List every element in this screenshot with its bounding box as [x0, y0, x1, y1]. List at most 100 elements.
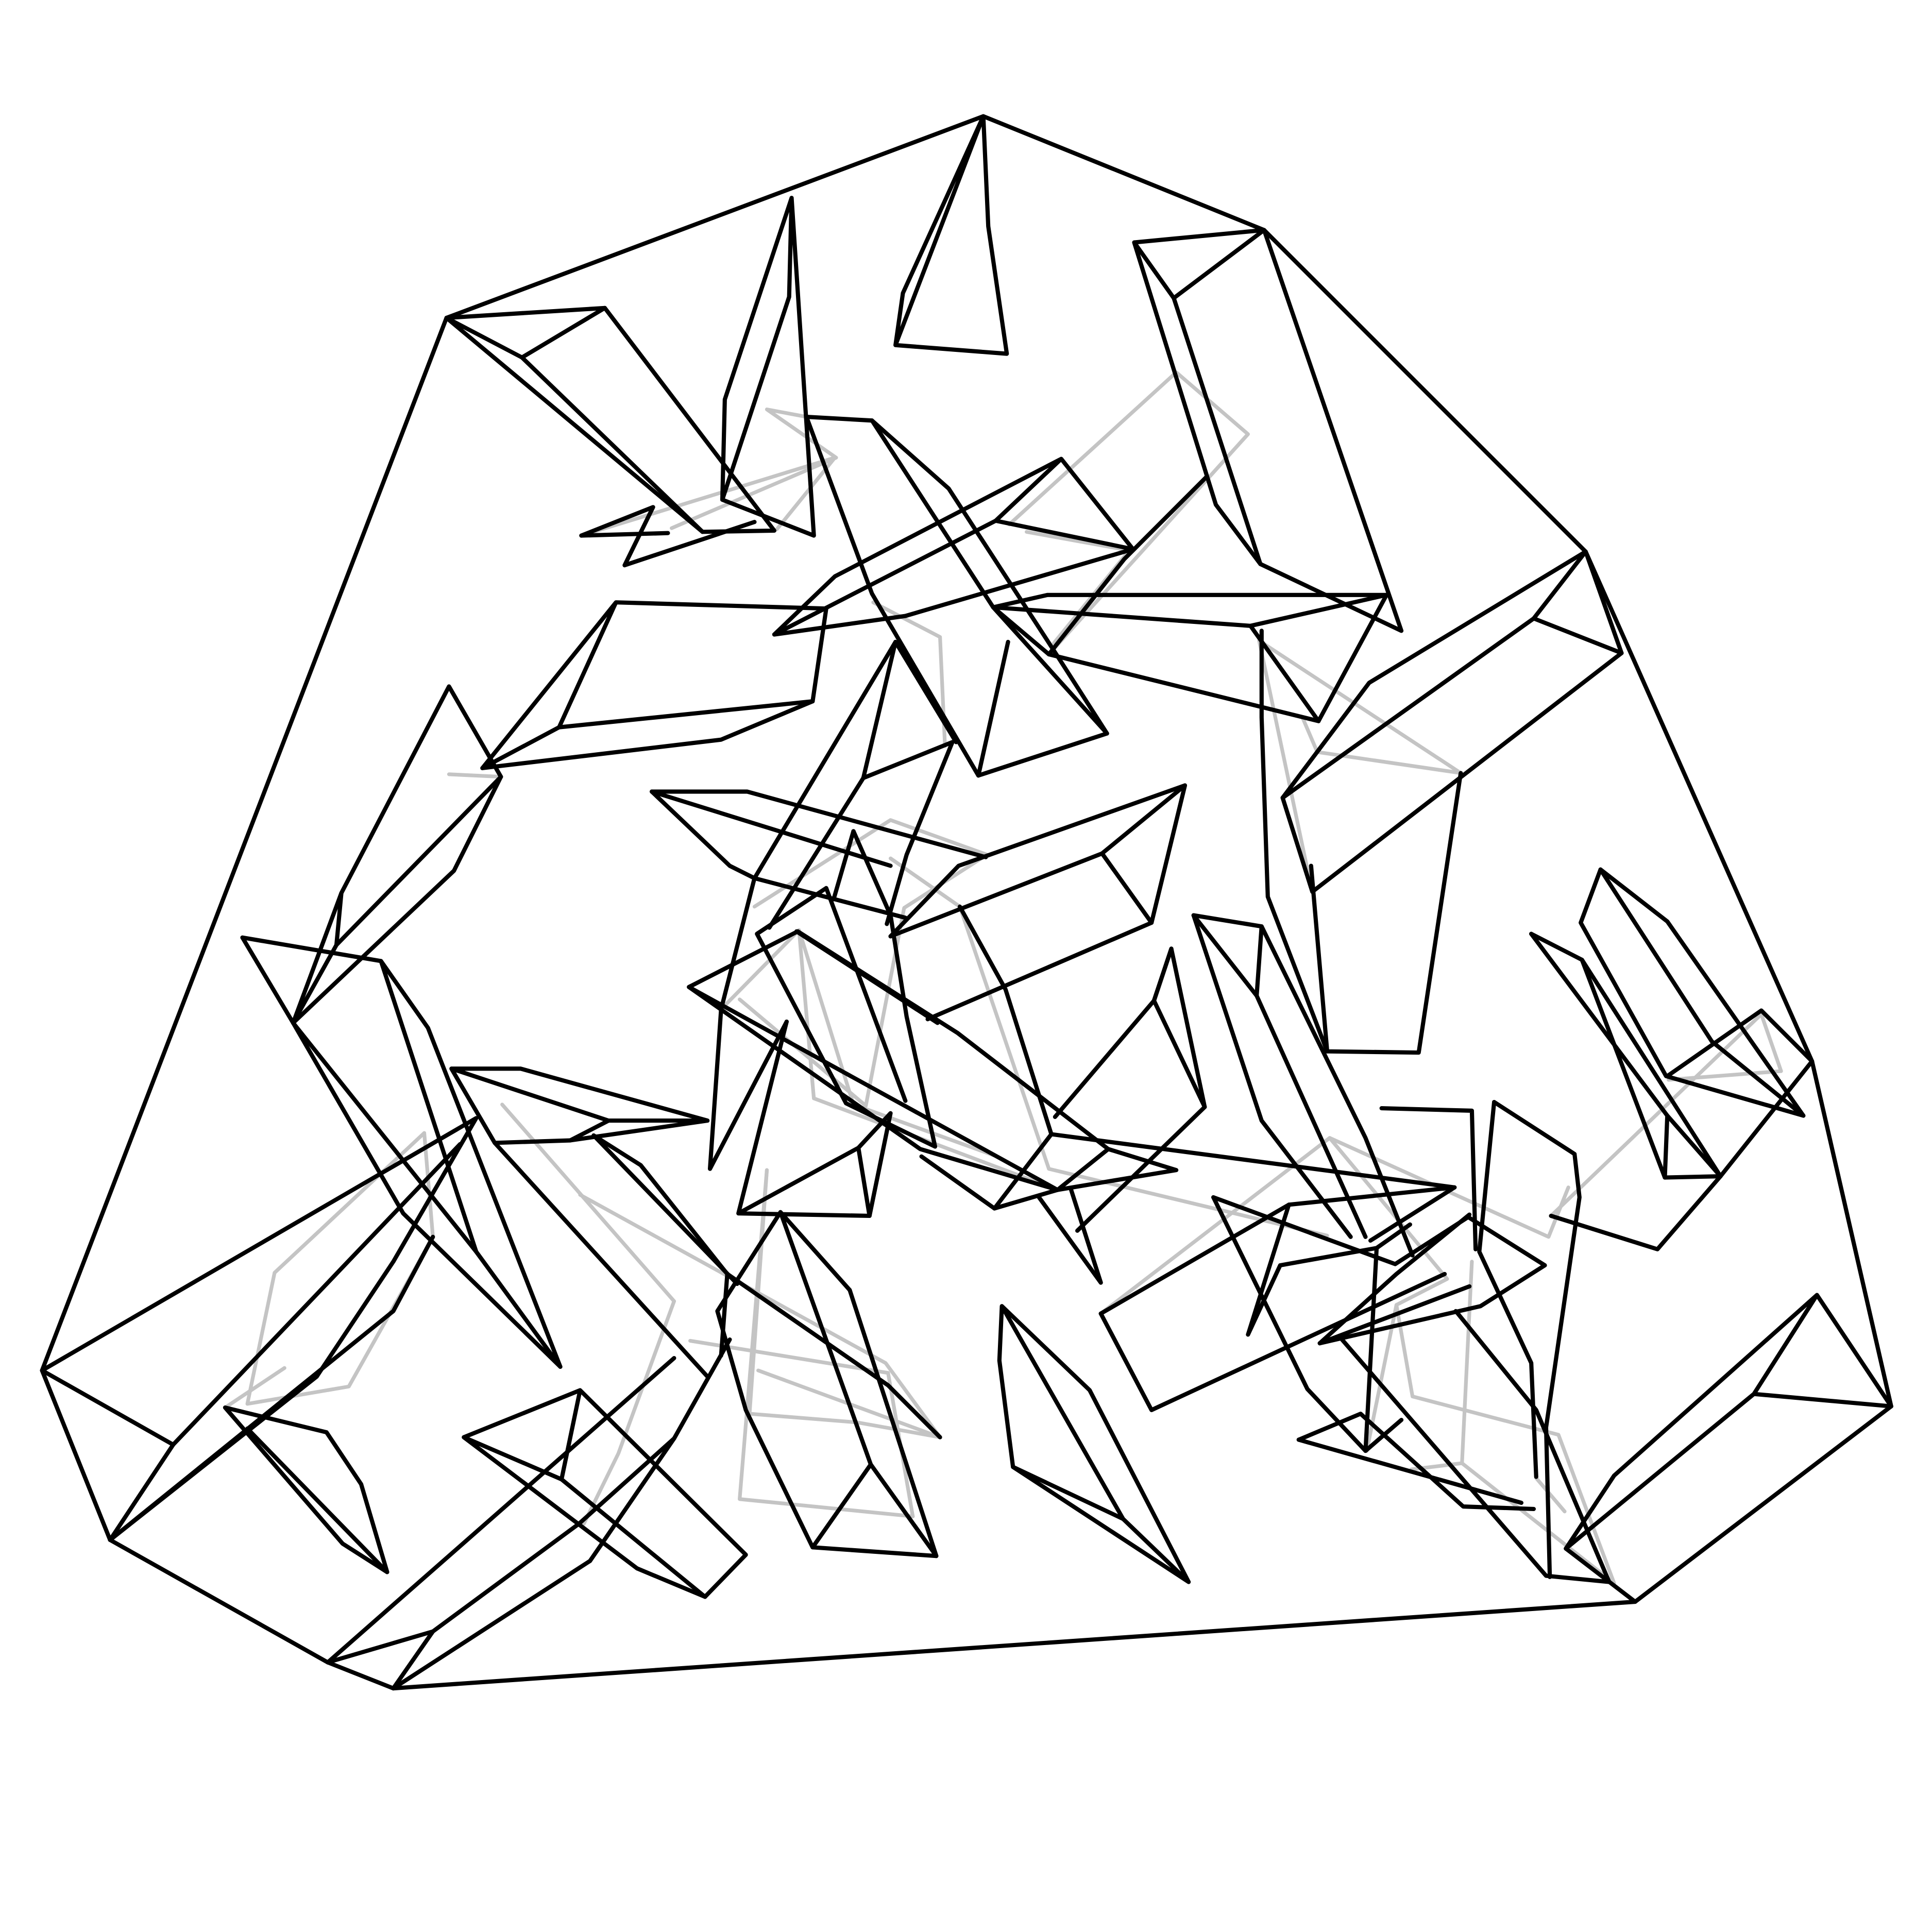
hidden-edge [1257, 638, 1463, 775]
shard-edge [40, 1116, 479, 1543]
shard-edge [1011, 1465, 1125, 1521]
shard-edge [480, 600, 828, 770]
shard-edge [1151, 998, 1207, 1109]
hidden-edge [719, 928, 999, 1159]
hidden-edge [688, 1338, 915, 1518]
shard-edge [1580, 957, 1667, 1180]
shard-edge [391, 1629, 435, 1691]
hidden-edge [1549, 1012, 1783, 1218]
shard-edge [736, 1019, 893, 1218]
hidden-edges [223, 370, 1783, 1585]
shard-edge [449, 1066, 710, 1145]
hidden-edge [447, 772, 503, 779]
hidden-edge [670, 408, 838, 530]
hidden-edge [1025, 530, 1131, 646]
shard-edge [767, 776, 866, 930]
hidden-edge [500, 1103, 676, 1303]
hidden-edge [738, 997, 868, 1108]
shard-edge [1151, 946, 1174, 1003]
shard-edge [1037, 1188, 1103, 1285]
hidden-edge [582, 1299, 676, 1526]
shard-edge [687, 985, 1111, 1192]
hull-outline [40, 114, 1893, 1691]
shard-edge [992, 1188, 1060, 1211]
shard-edge [772, 456, 1136, 637]
shard-edge [976, 639, 1010, 778]
shard-edge [520, 355, 705, 534]
shard-edge [326, 1355, 676, 1665]
visible-edges [40, 114, 1893, 1691]
shard-edge [493, 1141, 710, 1379]
shard-edge [1098, 1272, 1447, 1412]
hidden-edge [1099, 1136, 1449, 1453]
hidden-edge [579, 455, 837, 538]
shard-edge [1191, 913, 1264, 998]
shard-edge [326, 1337, 732, 1665]
shard-edge [720, 196, 816, 538]
shard-edge [993, 518, 1136, 552]
shard-edge [240, 935, 296, 1025]
shard-edge [1477, 1100, 1538, 1479]
shard-edge [1191, 913, 1415, 1258]
shard-edge [991, 592, 1389, 628]
shard-edge [755, 829, 938, 1149]
shard-edge [794, 929, 940, 1025]
shard-edge [245, 1426, 389, 1574]
shard-edge [1100, 851, 1154, 925]
shard-edge [893, 639, 958, 744]
hidden-edge [738, 1168, 915, 1518]
shard-edge [379, 959, 479, 1254]
shard-edge [1579, 867, 1806, 1118]
shard-edge [856, 1145, 872, 1218]
shard-edge [1046, 475, 1208, 657]
shard-edge [1259, 629, 1463, 1055]
shard-edge [1172, 296, 1263, 566]
shard-edge [291, 1021, 563, 1369]
shard-edge [1492, 1100, 1582, 1580]
shard-edge [579, 531, 670, 538]
hidden-edge [871, 600, 947, 748]
hidden-edge [1007, 370, 1250, 656]
shard-edge [1531, 549, 1588, 621]
shard-edge [223, 1405, 389, 1574]
shard-edge [650, 789, 908, 920]
shard-edge [725, 1272, 942, 1439]
shard-edge [1211, 1195, 1547, 1346]
shard-edge [591, 1133, 730, 1358]
shard-edge [997, 1304, 1191, 1584]
shard-edge [591, 1133, 739, 1286]
hidden-edge [245, 1131, 435, 1406]
shard-edge [557, 699, 815, 730]
hidden-edge [1257, 638, 1313, 889]
shard-edge [1598, 867, 1806, 1118]
shard-edge [391, 1436, 676, 1691]
shard-edge [832, 829, 856, 902]
shard-edge [893, 114, 1009, 356]
shard-edge [861, 639, 955, 926]
hidden-edge [863, 853, 989, 1108]
shard-edge [888, 783, 1188, 939]
shard-edge [869, 1462, 939, 1558]
shard-edge [1317, 1284, 1472, 1346]
shard-edge [804, 414, 1109, 778]
shard-edge [334, 891, 344, 947]
hidden-edge [1394, 1303, 1616, 1585]
hidden-edge [223, 1366, 286, 1410]
shard-edge [1296, 1437, 1524, 1505]
shard-edge [559, 1477, 707, 1599]
shard-edge [1374, 1222, 1412, 1250]
shard-edge [1564, 1546, 1637, 1604]
shard-edge [650, 789, 988, 859]
shard-edge [1132, 228, 1404, 633]
hidden-edge [888, 856, 1329, 1238]
shard-edge [1280, 549, 1624, 894]
shard-edge [171, 1142, 463, 1447]
shard-edge [1529, 931, 1723, 1179]
shard-edge [240, 935, 563, 1369]
shard-edge [568, 1118, 611, 1143]
shard-edge [1549, 1059, 1815, 1251]
shard-edge [444, 306, 776, 534]
shard-edge [1379, 1106, 1478, 1251]
shard-edge [650, 789, 893, 868]
